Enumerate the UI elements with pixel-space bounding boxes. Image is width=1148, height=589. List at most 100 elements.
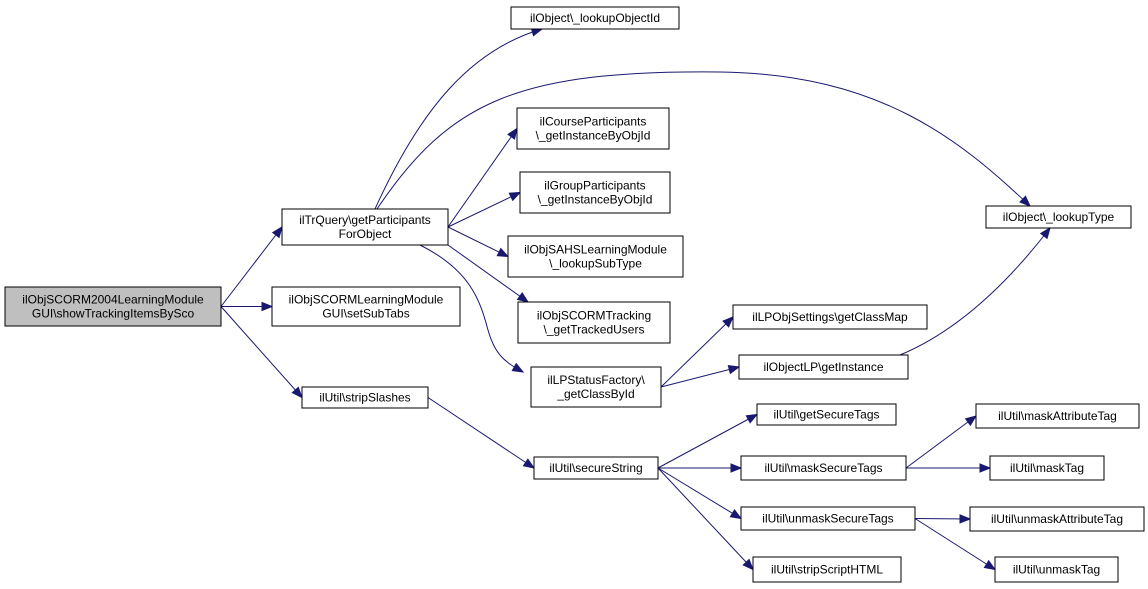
edge-getParticipants-to-lpStatusFactory: [419, 244, 524, 373]
edge-unmaskSecureTags-to-unmaskTag-arrowhead: [983, 559, 997, 571]
node-label: ilCourseParticipants: [540, 115, 647, 129]
node-label: ForObject: [339, 227, 392, 241]
node-label: ilUtil\stripSlashes: [319, 391, 410, 405]
node-maskSecureTags[interactable]: ilUtil\maskSecureTags: [740, 455, 907, 481]
edge-getParticipants-to-sahsLookupSubType-arrowhead: [496, 247, 510, 258]
node-box: [994, 556, 1119, 583]
edge-getParticipants-to-lookupObjectId: [374, 28, 543, 210]
edge-getParticipants-to-groupParticipants-arrowhead: [508, 191, 522, 202]
node-getInstance[interactable]: ilObjectLP\getInstance: [738, 354, 909, 380]
node-box: [517, 301, 671, 344]
node-box: [4, 286, 222, 327]
edge-root-to-setSubTabs-arrowhead: [261, 301, 274, 312]
node-box: [975, 403, 1140, 429]
node-label: GUI\setSubTabs: [322, 307, 409, 321]
node-unmaskTag[interactable]: ilUtil\unmaskTag: [994, 556, 1119, 583]
node-label: ilObject\_lookupType: [1003, 210, 1115, 224]
edge-lpStatusFactory-to-getInstance: [660, 366, 740, 388]
node-label: ilObjSAHSLearningModule: [524, 243, 667, 257]
edge-lpStatusFactory-to-getInstance-arrowhead: [727, 365, 741, 375]
edge-getParticipants-to-scormTracking-arrowhead: [516, 292, 530, 303]
node-box: [281, 208, 449, 246]
node-label: \_getTrackedUsers: [544, 323, 645, 337]
edge-stripSlashes-to-secureString-arrowhead: [522, 458, 536, 469]
node-label: ilObjectLP\getInstance: [763, 360, 883, 374]
node-label: GUI\showTrackingItemsBySco: [32, 307, 195, 321]
nodes-layer: ilObjSCORM2004LearningModuleGUI\showTrac…: [4, 6, 1145, 583]
edges-layer: [220, 27, 1051, 571]
node-stripSlashes[interactable]: ilUtil\stripSlashes: [301, 386, 429, 409]
edge-root-to-getParticipants: [220, 226, 283, 307]
edge-maskSecureTags-to-maskAttributeTag: [905, 415, 977, 469]
node-scormTracking[interactable]: ilObjSCORMTracking\_getTrackedUsers: [517, 301, 671, 344]
node-label: _getClassById: [556, 387, 634, 401]
node-box: [533, 456, 659, 480]
node-label: ilObjSCORM2004LearningModule: [22, 293, 204, 307]
node-label: ilLPObjSettings\getClassMap: [752, 310, 908, 324]
node-label: ilLPStatusFactory\: [547, 373, 645, 387]
node-box: [530, 366, 662, 408]
node-lookupObjectId[interactable]: ilObject\_lookupObjectId: [510, 6, 680, 30]
node-label: ilObjSCORMLearningModule: [289, 293, 444, 307]
node-lpStatusFactory[interactable]: ilLPStatusFactory\_getClassById: [530, 366, 662, 408]
node-box: [301, 386, 429, 409]
edge-unmaskSecureTags-to-unmaskTag: [914, 518, 996, 570]
node-label: ilUtil\secureString: [549, 461, 642, 475]
node-label: ilTrQuery\getParticipants: [299, 213, 431, 227]
node-label: ilUtil\unmaskSecureTags: [762, 512, 893, 526]
edge-secureString-to-getSecureTags: [657, 414, 758, 469]
edge-getParticipants-to-lookupType: [376, 71, 1031, 210]
node-box: [271, 286, 461, 327]
node-groupParticipants[interactable]: ilGroupParticipants\_getInstanceByObjId: [519, 171, 671, 214]
node-getClassMap[interactable]: ilLPObjSettings\getClassMap: [732, 304, 928, 330]
node-unmaskSecureTags[interactable]: ilUtil\unmaskSecureTags: [740, 506, 916, 531]
node-root[interactable]: ilObjSCORM2004LearningModuleGUI\showTrac…: [4, 286, 222, 327]
edge-secureString-to-getSecureTags-arrowhead: [745, 413, 759, 424]
edge-secureString-to-stripScriptHTML: [657, 467, 754, 570]
node-box: [985, 205, 1132, 229]
edge-unmaskSecureTags-to-unmaskAttributeTag-arrowhead: [959, 514, 972, 524]
node-sahsLookupSubType[interactable]: ilObjSAHSLearningModule\_lookupSubType: [507, 235, 684, 278]
edge-getParticipants-to-lpStatusFactory-arrowhead: [511, 362, 525, 373]
node-box: [740, 506, 916, 531]
edge-root-to-stripSlashes: [220, 306, 303, 398]
node-unmaskAttributeTag[interactable]: ilUtil\unmaskAttributeTag: [969, 506, 1145, 532]
node-label: ilUtil\unmaskAttributeTag: [991, 512, 1123, 526]
node-box: [969, 506, 1145, 532]
node-label: ilUtil\maskSecureTags: [764, 461, 882, 475]
node-lookupType[interactable]: ilObject\_lookupType: [985, 205, 1132, 229]
node-label: ilUtil\getSecureTags: [773, 408, 879, 422]
edge-getParticipants-to-courseParticipants: [447, 128, 518, 228]
node-label: \_lookupSubType: [549, 257, 642, 271]
node-box: [732, 304, 928, 330]
node-label: ilUtil\unmaskTag: [1013, 563, 1100, 577]
node-box: [507, 235, 684, 278]
edge-stripSlashes-to-secureString: [427, 397, 535, 469]
edge-lpStatusFactory-to-getClassMap-arrowhead: [722, 316, 734, 328]
node-label: ilUtil\maskTag: [1010, 461, 1084, 475]
edge-secureString-to-maskSecureTags-arrowhead: [730, 463, 743, 473]
node-secureString[interactable]: ilUtil\secureString: [533, 456, 659, 480]
edge-lpStatusFactory-to-getClassMap: [660, 316, 734, 388]
node-label: ilObject\_lookupObjectId: [530, 11, 660, 25]
edge-getParticipants-to-scormTracking: [447, 244, 529, 303]
node-box: [756, 403, 897, 426]
node-box: [519, 171, 671, 214]
edge-secureString-to-stripScriptHTML-arrowhead: [742, 558, 754, 571]
node-label: \_getInstanceByObjId: [538, 193, 653, 207]
node-courseParticipants[interactable]: ilCourseParticipants\_getInstanceByObjId: [516, 107, 670, 150]
node-box: [738, 354, 909, 380]
edge-getParticipants-to-courseParticipants-arrowhead: [507, 127, 518, 140]
node-maskTag[interactable]: ilUtil\maskTag: [989, 455, 1105, 481]
node-stripScriptHTML[interactable]: ilUtil\stripScriptHTML: [752, 556, 902, 583]
edge-root-to-getParticipants-arrowhead: [271, 225, 283, 239]
node-maskAttributeTag[interactable]: ilUtil\maskAttributeTag: [975, 403, 1140, 429]
node-getSecureTags[interactable]: ilUtil\getSecureTags: [756, 403, 897, 426]
node-box: [752, 556, 902, 583]
edge-maskSecureTags-to-maskAttributeTag-arrowhead: [964, 415, 978, 427]
edge-secureString-to-unmaskSecureTags: [657, 467, 742, 519]
edge-maskSecureTags-to-maskTag-arrowhead: [979, 463, 992, 473]
